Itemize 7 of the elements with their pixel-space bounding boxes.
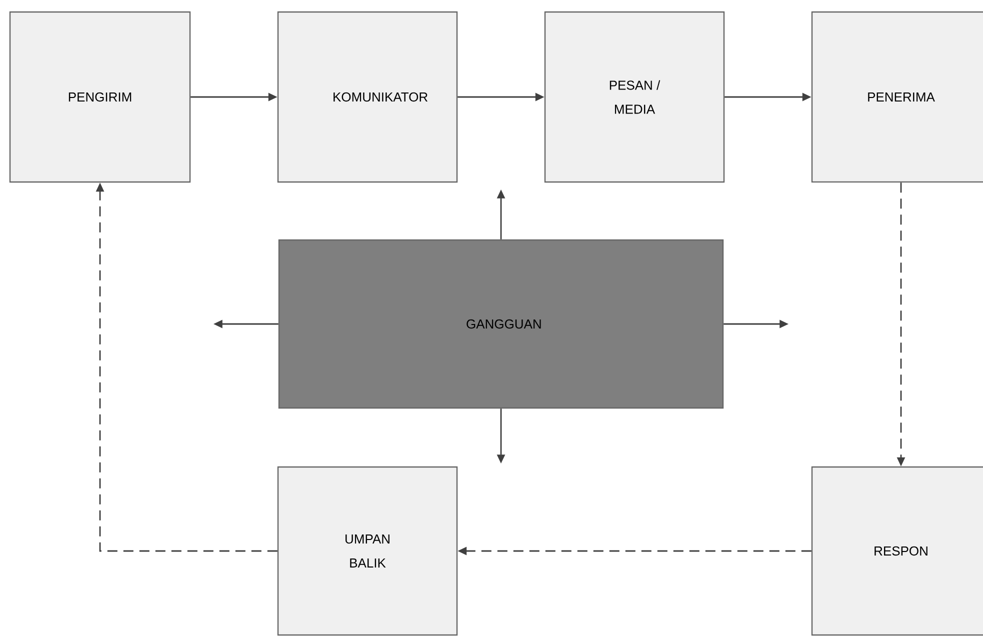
process-box: PENGIRIM [9, 11, 191, 183]
process-box: UMPAN BALIK [277, 466, 458, 636]
process-box: KOMUNIKATOR [277, 11, 458, 183]
process-box: PENERIMA [811, 11, 983, 183]
process-box: RESPON [811, 466, 983, 636]
process-box: PESAN / MEDIA [544, 11, 725, 183]
noise-box: GANGGUAN [278, 239, 724, 409]
